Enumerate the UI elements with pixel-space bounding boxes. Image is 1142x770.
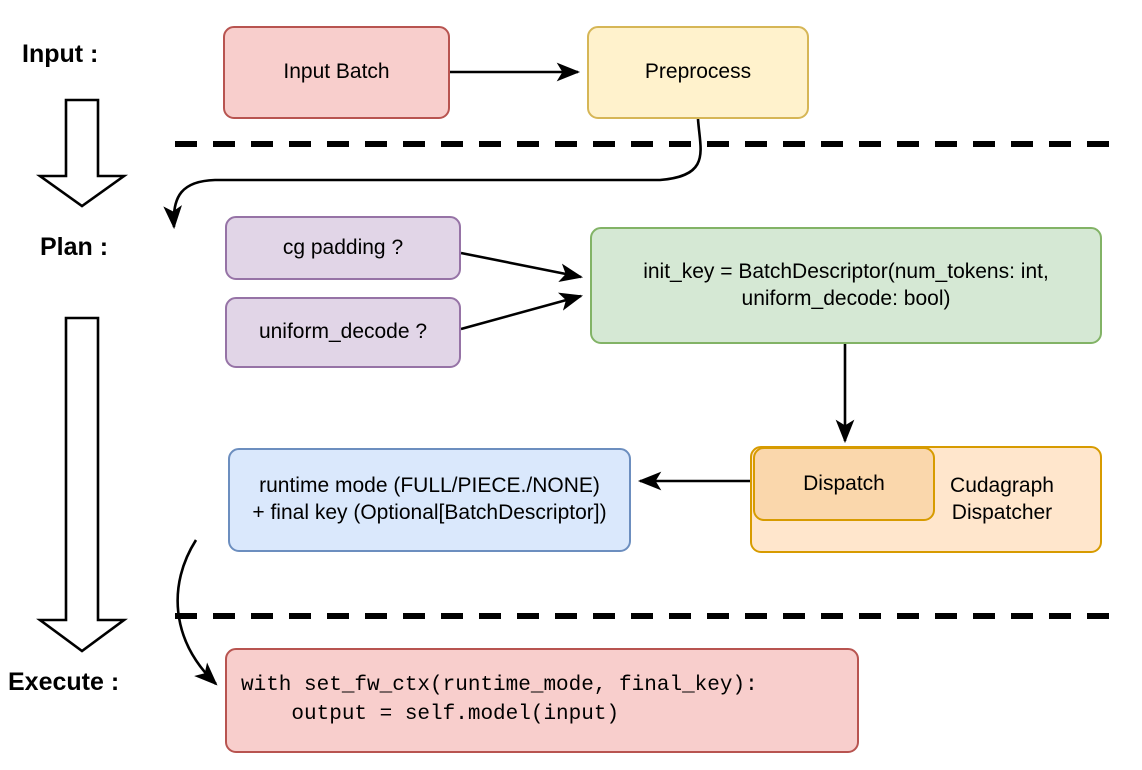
node-preprocess-label: Preprocess	[644, 60, 752, 84]
node-cudagraph-dispatcher-label: Cudagraph Dispatcher	[950, 473, 1054, 524]
node-input-batch-label: Input Batch	[283, 60, 390, 84]
node-dispatch-label: Dispatch	[803, 471, 885, 495]
edge-runtime-mode-to-execute	[176, 539, 218, 686]
node-cg-padding-check-label: cg padding ?	[282, 235, 404, 259]
node-cg-padding-check[interactable]: cg padding ?	[225, 216, 461, 280]
node-execute-code-block-label: with set_fw_ctx(runtime_mode, final_key)…	[241, 674, 758, 726]
node-init-key-batch-descriptor-label: init_key = BatchDescriptor(num_tokens: i…	[643, 259, 1049, 310]
node-uniform-decode-check[interactable]: uniform_decode ?	[225, 297, 461, 368]
stage-label-plan: Plan :	[40, 233, 109, 261]
edge-uniform-decode-to-init-key	[460, 292, 584, 331]
node-uniform-decode-check-label: uniform_decode ?	[258, 320, 428, 344]
edge-preprocess-to-cg-padding	[163, 118, 702, 230]
node-input-batch[interactable]: Input Batch	[223, 26, 450, 119]
node-runtime-mode-final-key[interactable]: runtime mode (FULL/PIECE./NONE) + final …	[228, 448, 631, 552]
stage-arrow-plan-to-execute	[36, 316, 128, 653]
edge-cg-padding-to-init-key	[460, 251, 584, 282]
node-preprocess[interactable]: Preprocess	[587, 26, 809, 119]
stage-label-input: Input :	[22, 40, 99, 68]
stage-label-execute: Execute :	[8, 668, 120, 696]
stage-arrow-input-to-plan	[35, 98, 129, 208]
node-init-key-batch-descriptor[interactable]: init_key = BatchDescriptor(num_tokens: i…	[590, 227, 1102, 344]
node-runtime-mode-final-key-label: runtime mode (FULL/PIECE./NONE) + final …	[252, 474, 607, 524]
node-execute-code-block[interactable]: with set_fw_ctx(runtime_mode, final_key)…	[225, 648, 859, 753]
node-dispatch[interactable]: Dispatch	[753, 447, 935, 521]
